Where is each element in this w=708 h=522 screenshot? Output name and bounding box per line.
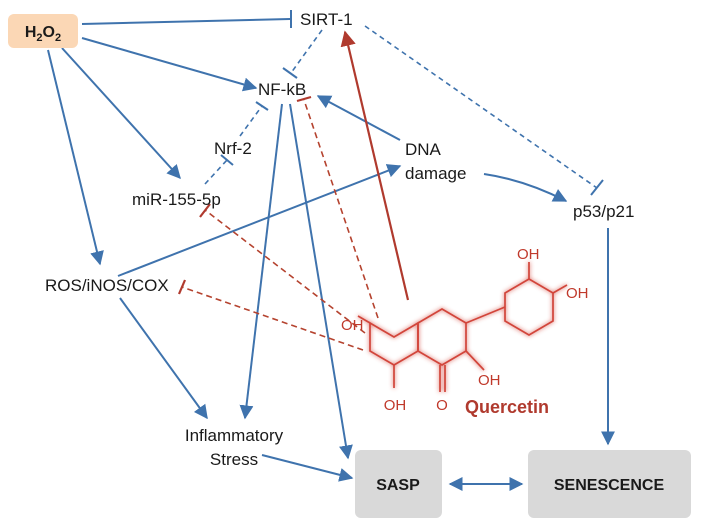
edge-quercetin-inhibits-mir <box>204 209 366 334</box>
edge-h2o2-nfkb <box>81 37 258 92</box>
inflammatory-label-line1: Inflammatory <box>185 426 284 445</box>
edge-nfkb-sasp <box>289 103 353 460</box>
quercetin-structure <box>357 262 568 392</box>
oh-7-label: OH <box>341 317 364 334</box>
inhibit-bar <box>282 67 298 79</box>
inhibit-bar <box>199 203 211 218</box>
nrf2-label: Nrf-2 <box>214 139 252 158</box>
edge-ros-dna <box>117 164 402 277</box>
edge-sirt1-inhibits-p53 <box>364 25 598 189</box>
sasp-box <box>355 450 442 518</box>
edge-h2o2-inhibits-sirt1 <box>81 18 291 25</box>
edge-sirt1-inhibits-nfkb <box>290 29 323 74</box>
edge-quercetin-inhibits-nfkb <box>303 99 379 319</box>
dna-damage-label-line2: damage <box>405 164 466 183</box>
inhibit-bar <box>177 279 187 295</box>
p53-p21-label: p53/p21 <box>573 202 634 221</box>
edge-quercetin-inhibits-ros <box>181 286 364 351</box>
edge-dna-nfkb <box>316 95 401 141</box>
edge-h2o2-ros <box>47 49 104 266</box>
edge-mir-inhibits-nrf2 <box>204 159 228 185</box>
edge-nrf2-inhibits-nfkb <box>239 105 263 137</box>
inhibit-bar <box>255 101 269 111</box>
inhibit-bar <box>590 179 604 196</box>
edge-ros-inflammatory <box>119 297 208 420</box>
dna-damage-label-line1: DNA <box>405 140 442 159</box>
ros-inos-cox-label: ROS/iNOS/COX <box>45 276 169 295</box>
inhibit-bar <box>296 95 312 103</box>
edge-nfkb-inflammatory <box>239 103 283 420</box>
nfkb-label: NF-kB <box>258 80 306 99</box>
edge-h2o2-mir <box>61 47 181 180</box>
edge-inflammatory-sasp <box>261 454 354 482</box>
edge-dna-p53 <box>483 173 568 202</box>
sirt1-label: SIRT-1 <box>300 10 353 29</box>
quercetin-label: Quercetin <box>465 397 549 417</box>
senescence-box <box>528 450 691 518</box>
inflammatory-label-line2: Stress <box>210 450 258 469</box>
edge-quercetin-activates-sirt1 <box>340 30 410 301</box>
oh-4prime-label: OH <box>566 285 589 302</box>
o-carbonyl-label: O <box>436 397 448 414</box>
oh-3-label: OH <box>478 372 501 389</box>
h2o2-box <box>8 14 78 48</box>
oh-5-label: OH <box>384 397 407 414</box>
inhibit-bar <box>220 154 234 166</box>
mir155-label: miR-155-5p <box>132 190 221 209</box>
oh-3prime-label: OH <box>517 246 540 263</box>
senescence-label: SENESCENCE <box>554 477 665 494</box>
h2o2-label: H2O2 <box>25 24 61 44</box>
sasp-label: SASP <box>376 477 420 494</box>
